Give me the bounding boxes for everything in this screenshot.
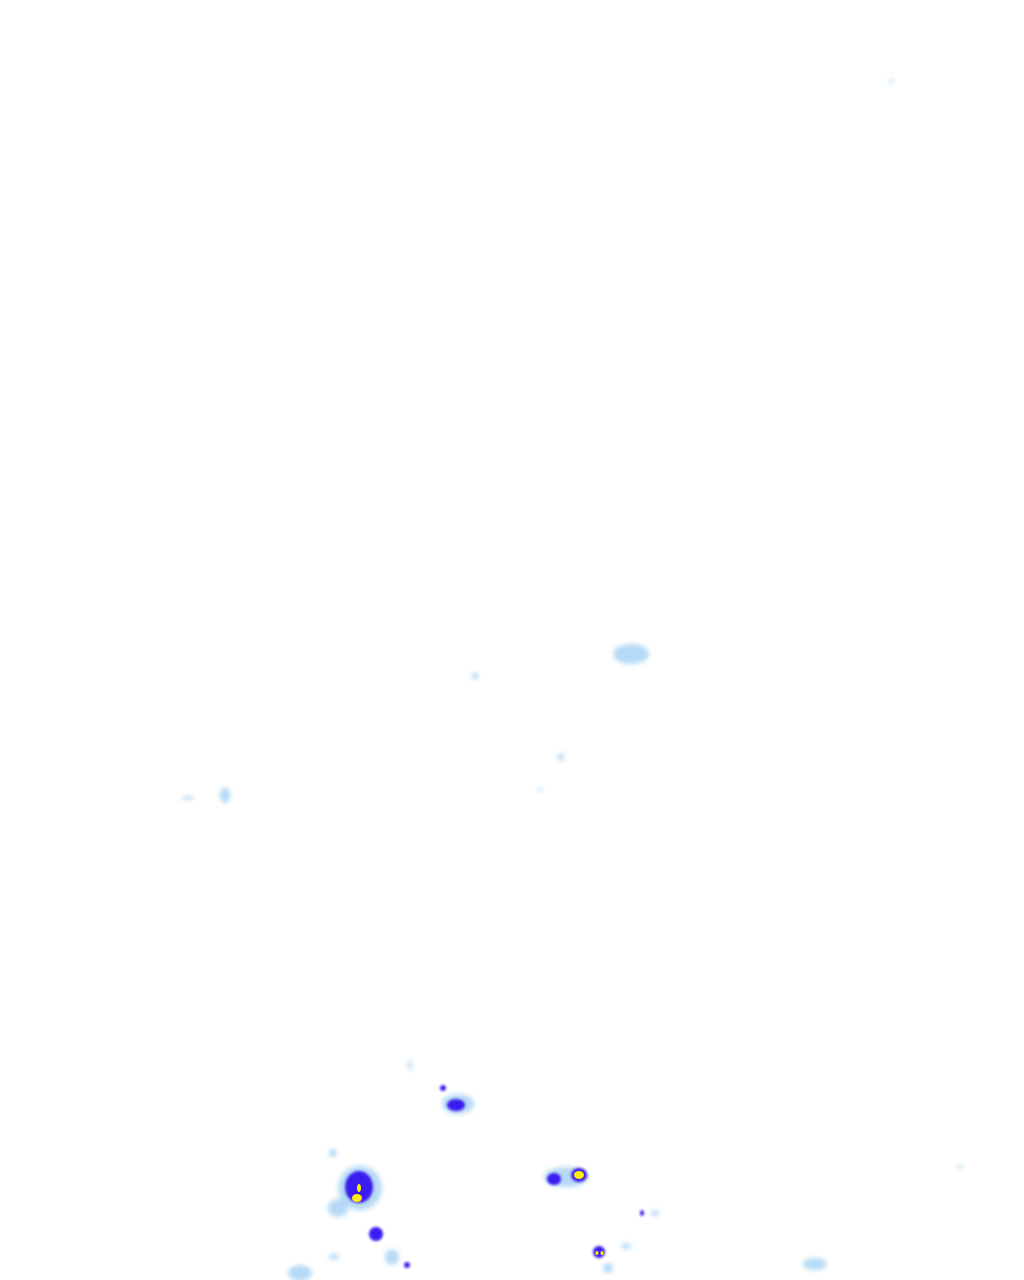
rain-cell — [408, 1060, 412, 1070]
rain-cell — [538, 788, 542, 792]
rain-cell — [603, 1263, 613, 1273]
rain-core — [595, 1251, 599, 1255]
rain-cell — [182, 796, 194, 800]
rain-cell — [220, 787, 230, 803]
rain-core — [600, 1251, 604, 1255]
rain-cell — [404, 1262, 410, 1268]
rain-cell — [329, 1254, 339, 1260]
rain-core — [357, 1184, 361, 1192]
rain-core — [352, 1194, 362, 1202]
rain-cell — [640, 1210, 644, 1216]
rain-cell — [369, 1227, 383, 1241]
rain-cell — [803, 1258, 827, 1270]
rain-cell — [329, 1149, 337, 1157]
rain-core — [574, 1171, 584, 1179]
rain-cell — [472, 672, 478, 680]
precip-heavy — [345, 1085, 644, 1268]
rain-cell — [547, 1173, 561, 1185]
rain-cell — [613, 644, 649, 664]
rain-cell — [889, 79, 893, 83]
precip-light — [182, 79, 963, 1280]
rain-cell — [447, 1099, 465, 1111]
rain-cell — [440, 1085, 446, 1091]
rain-cell — [621, 1243, 631, 1249]
precip-very-heavy — [352, 1171, 604, 1255]
rain-cell — [558, 753, 564, 761]
rain-cell — [957, 1165, 963, 1169]
rain-cell — [288, 1265, 312, 1280]
rain-cell — [328, 1199, 348, 1217]
rain-cell — [385, 1249, 399, 1265]
rain-cell — [651, 1210, 659, 1216]
